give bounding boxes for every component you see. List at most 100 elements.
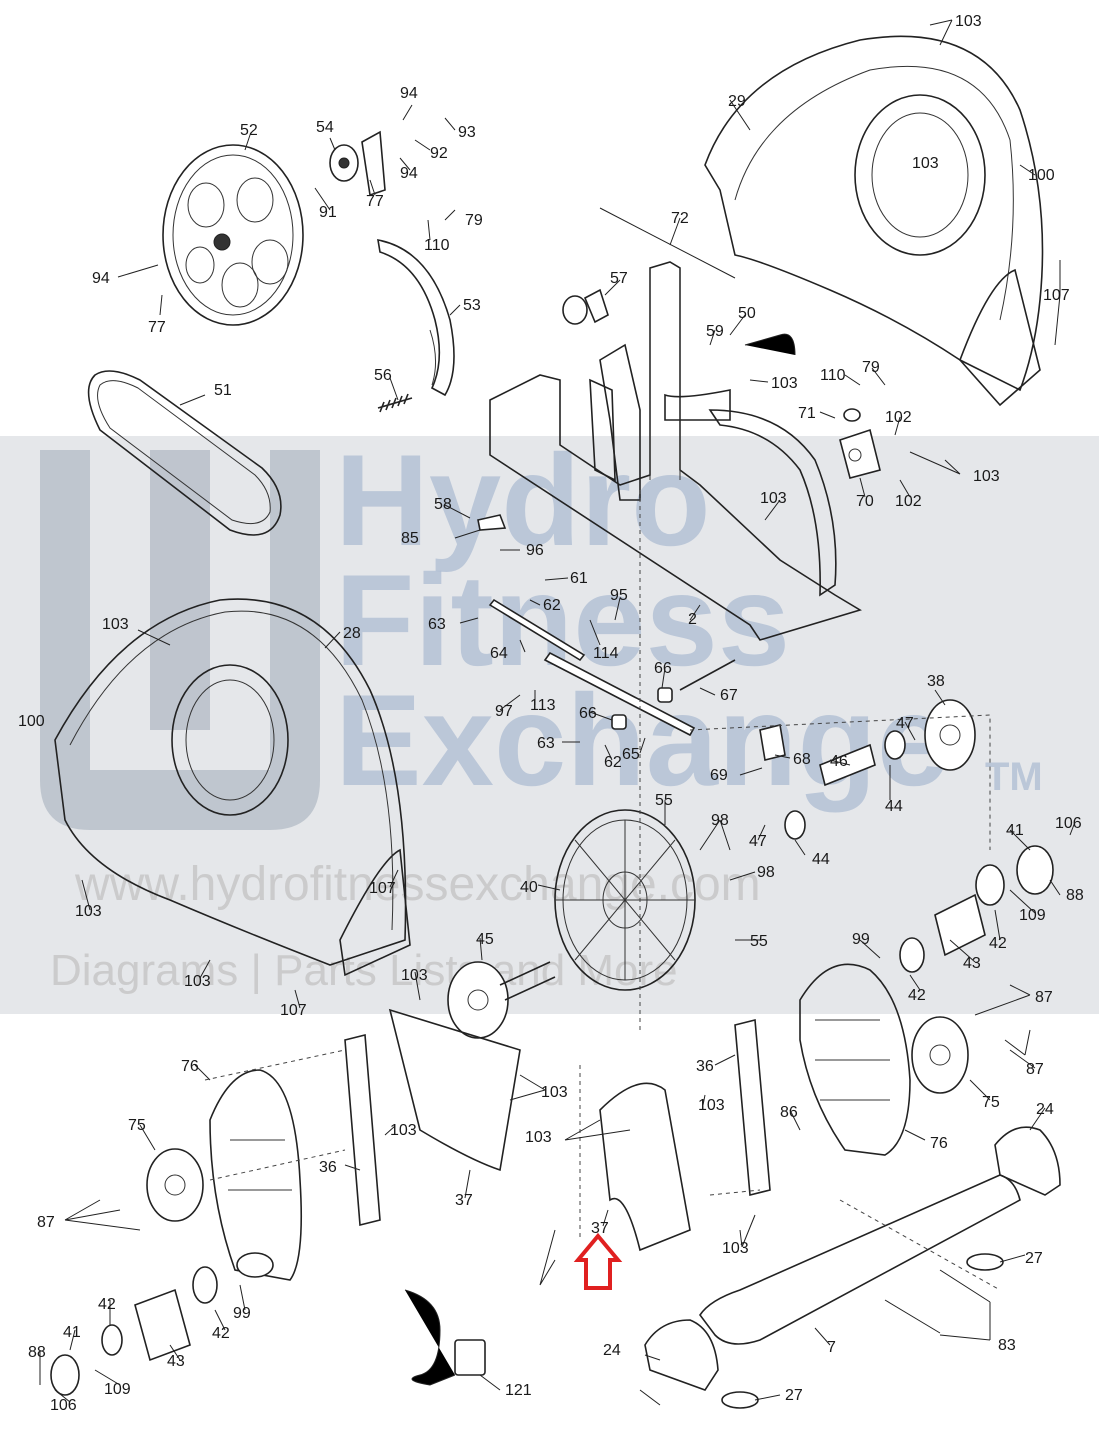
callout-label: 88 bbox=[1066, 887, 1084, 904]
part-42-bearing-right-2 bbox=[899, 937, 925, 973]
callout-label: 71 bbox=[798, 405, 816, 422]
callout-label: 85 bbox=[401, 530, 419, 547]
part-41-pulley-left bbox=[50, 1354, 80, 1396]
callout-label: 41 bbox=[63, 1324, 81, 1341]
part-76-left-housing bbox=[209, 1069, 303, 1281]
part-37-right-plate bbox=[599, 1082, 691, 1252]
part-71-knob bbox=[843, 408, 861, 422]
callout-label: 43 bbox=[167, 1353, 185, 1370]
part-43-sleeve-left bbox=[134, 1288, 191, 1362]
part-37-left-plate bbox=[388, 1008, 521, 1172]
callout-label: 91 bbox=[319, 204, 337, 221]
callout-label: 57 bbox=[610, 270, 628, 287]
callout-label: 79 bbox=[465, 212, 483, 229]
callout-label: 24 bbox=[1036, 1101, 1054, 1118]
watermark: Hydro Fitness Exchange TM www.hydrofitne… bbox=[0, 427, 1099, 1014]
callout-label: 44 bbox=[812, 851, 830, 868]
callout-label: 59 bbox=[706, 323, 724, 340]
callout-label: 29 bbox=[728, 93, 746, 110]
callout-label: 121 bbox=[505, 1382, 532, 1399]
callout-label: 94 bbox=[400, 165, 418, 182]
callout-label: 44 bbox=[885, 798, 903, 815]
callout-label: 103 bbox=[912, 155, 939, 172]
part-58-bracket bbox=[477, 514, 507, 531]
callout-label: 79 bbox=[862, 359, 880, 376]
watermark-line3: Exchange bbox=[335, 667, 949, 813]
callout-label: 53 bbox=[463, 297, 481, 314]
highlight-arrow-icon bbox=[573, 1232, 623, 1290]
callout-label: 47 bbox=[749, 833, 767, 850]
part-121-power-adapter bbox=[404, 1289, 486, 1386]
callout-label: 46 bbox=[830, 753, 848, 770]
part-38-flange bbox=[924, 699, 976, 771]
part-46-shaft bbox=[819, 743, 876, 787]
callout-label: 61 bbox=[570, 570, 588, 587]
part-45-axle-hub bbox=[447, 961, 556, 1039]
callout-label: 98 bbox=[711, 812, 729, 829]
callout-label: 103 bbox=[760, 490, 787, 507]
callout-label: 40 bbox=[520, 879, 538, 896]
callout-label: 100 bbox=[1028, 167, 1055, 184]
part-54-idler bbox=[329, 130, 386, 197]
callout-label: 75 bbox=[982, 1094, 1000, 1111]
callout-label: 107 bbox=[369, 880, 396, 897]
callout-label: 27 bbox=[1025, 1250, 1043, 1267]
part-72-cable bbox=[599, 207, 736, 279]
callout-label: 103 bbox=[184, 973, 211, 990]
callout-label: 50 bbox=[738, 305, 756, 322]
callout-label: 70 bbox=[856, 493, 874, 510]
part-24-end-cap-right bbox=[994, 1126, 1061, 1196]
callout-label: 47 bbox=[896, 715, 914, 732]
callout-label: 38 bbox=[927, 673, 945, 690]
callout-label: 114 bbox=[593, 645, 619, 662]
callout-label: 102 bbox=[895, 493, 922, 510]
part-7-stabilizer bbox=[699, 1174, 1021, 1345]
part-65-link-arm bbox=[543, 651, 696, 737]
callout-label: 97 bbox=[495, 703, 513, 720]
part-66-bushings bbox=[611, 687, 673, 730]
callout-label: 103 bbox=[722, 1240, 749, 1257]
callout-label: 2 bbox=[688, 611, 697, 628]
part-36-right-upright bbox=[734, 1018, 771, 1197]
callout-label: 63 bbox=[537, 735, 555, 752]
callout-labels: 103 29 103 100 107 94 93 52 54 92 94 91 … bbox=[18, 13, 1084, 1414]
part-75-right-hub bbox=[911, 1016, 969, 1094]
callout-leaders bbox=[39, 19, 1076, 1406]
callout-label: 43 bbox=[963, 955, 981, 972]
callout-label: 87 bbox=[1035, 989, 1053, 1006]
callout-label: 103 bbox=[75, 903, 102, 920]
callout-label: 27 bbox=[785, 1387, 803, 1404]
callout-label: 65 bbox=[622, 746, 640, 763]
part-41-pulley-right bbox=[1016, 845, 1054, 895]
watermark-website: www.hydrofitnessexchange.com bbox=[74, 858, 761, 911]
part-56-spring bbox=[377, 393, 413, 413]
callout-label: 77 bbox=[148, 319, 166, 336]
callout-label: 42 bbox=[989, 935, 1007, 952]
watermark-logo-icon bbox=[40, 450, 320, 830]
callout-label: 103 bbox=[955, 13, 982, 30]
callout-label: 72 bbox=[671, 210, 689, 227]
callout-label: 45 bbox=[476, 931, 494, 948]
callout-label: 24 bbox=[603, 1342, 621, 1359]
part-67-axle bbox=[679, 659, 736, 691]
callout-label: 36 bbox=[696, 1058, 714, 1075]
callout-label: 107 bbox=[280, 1002, 307, 1019]
part-27-leveler-bottom bbox=[721, 1391, 759, 1409]
callout-label: 64 bbox=[490, 645, 508, 662]
callout-label: 86 bbox=[780, 1104, 798, 1121]
part-52-pulley bbox=[162, 144, 304, 326]
callout-label: 107 bbox=[1043, 287, 1070, 304]
callout-label: 94 bbox=[92, 270, 110, 287]
part-44-bearing-upper bbox=[884, 730, 906, 760]
callout-label: 95 bbox=[610, 587, 628, 604]
part-57-bracket bbox=[562, 288, 609, 325]
part-68-hub bbox=[759, 724, 786, 761]
callout-label: 109 bbox=[1019, 907, 1046, 924]
part-70-bracket bbox=[839, 428, 881, 479]
part-42-bearing-left bbox=[101, 1266, 218, 1356]
callout-label: 103 bbox=[698, 1097, 725, 1114]
part-53-arc-bracket bbox=[377, 238, 455, 397]
callout-label: 37 bbox=[455, 1192, 473, 1209]
callout-label: 93 bbox=[458, 124, 476, 141]
